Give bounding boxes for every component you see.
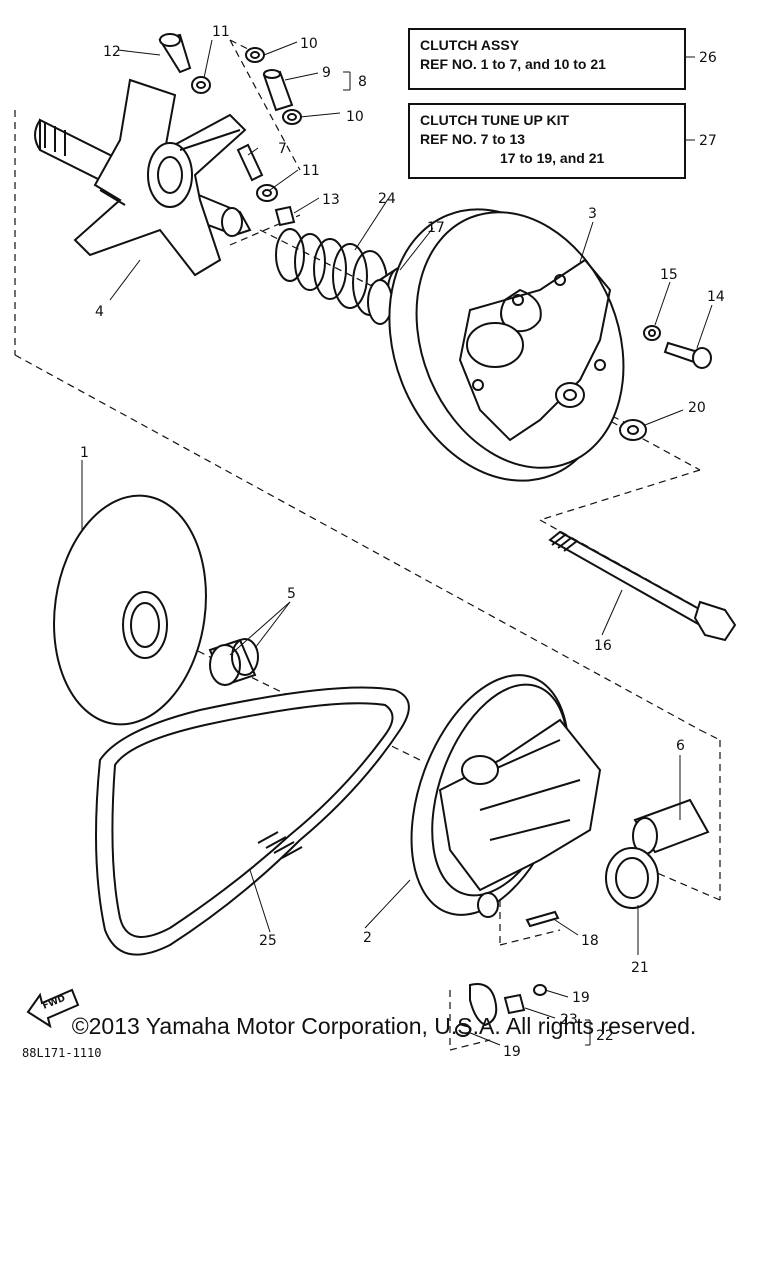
- callout-10a: 10: [300, 36, 318, 52]
- drive-belt: [95, 686, 410, 956]
- long-bolt: [548, 530, 737, 642]
- clutch-cover: [388, 208, 625, 482]
- fwd-arrow-icon: [26, 988, 80, 1029]
- callout-5: 5: [287, 586, 296, 602]
- clutch-spider-hub: [34, 78, 252, 277]
- callout-24: 24: [378, 191, 396, 207]
- copyright-notice: ©2013 Yamaha Motor Corporation, U.S.A. A…: [71, 1013, 697, 1039]
- callout-1: 1: [80, 445, 89, 461]
- callout-25: 25: [259, 933, 277, 949]
- diagram-reference-code: 88L171-1110: [22, 1046, 102, 1060]
- tune-up-kit-title: CLUTCH TUNE UP KIT: [420, 112, 570, 128]
- callout-6: 6: [676, 738, 685, 754]
- callout-13: 13: [322, 192, 340, 208]
- clutch-assy-box: CLUTCH ASSY REF NO. 1 to 7, and 10 to 21: [408, 28, 686, 90]
- tune-up-kit-refs-1: REF NO. 7 to 13: [420, 131, 526, 147]
- clutch-spring: [275, 228, 388, 316]
- callout-19b: 19: [503, 1044, 521, 1060]
- roller-pin-hardware: [158, 33, 302, 227]
- callout-8: 8: [358, 74, 367, 90]
- callout-19a: 19: [572, 990, 590, 1006]
- callout-18: 18: [581, 933, 599, 949]
- callout-10b: 10: [346, 109, 364, 125]
- callout-21: 21: [631, 960, 649, 976]
- callout-27: 27: [699, 133, 717, 149]
- callout-23: 23: [560, 1012, 578, 1028]
- sheave-bushing: [208, 638, 259, 687]
- callout-9: 9: [322, 65, 331, 81]
- callout-22: 22: [596, 1028, 614, 1044]
- clutch-assy-title: CLUTCH ASSY: [420, 37, 520, 53]
- callout-17: 17: [427, 220, 445, 236]
- callout-26: 26: [699, 50, 717, 66]
- tune-up-kit-refs-2: 17 to 19, and 21: [500, 150, 605, 166]
- callout-20: 20: [688, 400, 706, 416]
- sleeve-and-ring: [605, 798, 710, 909]
- movable-sheave: [410, 674, 602, 918]
- callout-16: 16: [594, 638, 612, 654]
- callout-15: 15: [660, 267, 678, 283]
- cover-bolt-parts: [619, 325, 712, 441]
- callout-2: 2: [363, 930, 372, 946]
- callout-14: 14: [707, 289, 725, 305]
- callout-4: 4: [95, 304, 104, 320]
- callout-12: 12: [103, 44, 121, 60]
- weight-arm-parts: [455, 910, 560, 1037]
- fixed-sheave: [53, 494, 207, 726]
- callout-3: 3: [588, 206, 597, 222]
- callout-11a: 11: [212, 24, 230, 40]
- leader-lines: [81, 39, 713, 1046]
- callout-7: 7: [278, 141, 287, 157]
- callout-11b: 11: [302, 163, 320, 179]
- clutch-tune-up-kit-box: CLUTCH TUNE UP KIT REF NO. 7 to 13 17 to…: [408, 103, 686, 179]
- clutch-assy-refs: REF NO. 1 to 7, and 10 to 21: [420, 56, 606, 72]
